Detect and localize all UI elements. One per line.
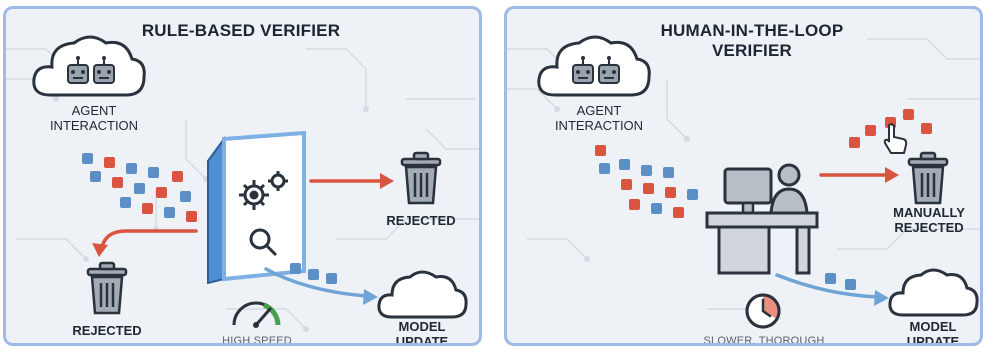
trash-can-icon — [400, 151, 442, 205]
cloud-icon — [377, 270, 468, 319]
flow-arrows — [775, 109, 932, 306]
model-update-label: MODEL UPDATE — [395, 319, 449, 346]
panel-title: HUMAN-IN-THE-LOOP VERIFIER — [660, 21, 844, 60]
rejected-label-right: REJECTED — [386, 213, 456, 228]
agent-interaction-label: AGENT INTERACTION — [49, 103, 139, 133]
speed-caption: HIGH SPEED — [222, 335, 292, 346]
gear-icon — [239, 171, 288, 210]
clock-icon — [745, 293, 781, 329]
manually-rejected-label: MANUALLY REJECTED — [893, 205, 965, 235]
human-desk-icon — [705, 163, 819, 275]
speedometer-icon — [232, 301, 281, 328]
flow-arrows — [92, 173, 394, 305]
hand-pointer-icon — [883, 123, 908, 154]
trash-can-icon — [907, 151, 949, 205]
data-blocks — [595, 145, 698, 218]
model-update-label: MODEL UPDATE — [906, 319, 960, 346]
cloud-robots-icon — [32, 35, 146, 97]
panel-title: RULE-BASED VERIFIER — [141, 21, 341, 40]
verifier-box-icon — [207, 131, 306, 285]
cloud-icon — [888, 268, 979, 317]
rejected-label-left: REJECTED — [72, 323, 142, 338]
agent-interaction-label: AGENT INTERACTION — [554, 103, 644, 133]
speed-caption: SLOWER, THOROUGH — [703, 335, 825, 346]
rule-based-panel: RULE-BASED VERIFIER AGENT INTERACTION — [3, 6, 482, 346]
human-in-the-loop-panel: HUMAN-IN-THE-LOOP VERIFIER AGENT INTERAC… — [504, 6, 983, 346]
magnifier-icon — [249, 228, 278, 257]
trash-can-icon — [86, 261, 128, 315]
data-blocks — [82, 153, 197, 222]
cloud-robots-icon — [537, 35, 651, 97]
